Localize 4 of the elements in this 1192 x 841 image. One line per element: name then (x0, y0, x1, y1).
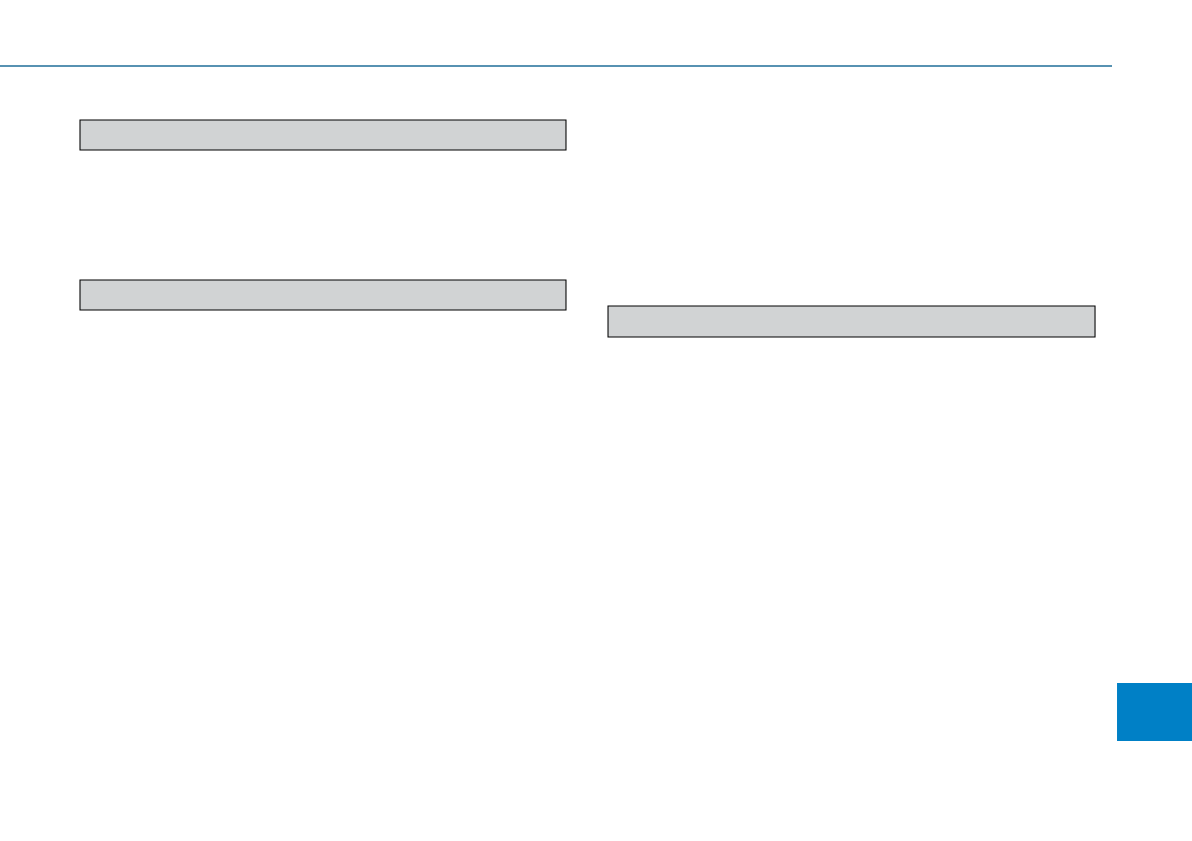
chapter-tab (1117, 682, 1192, 741)
section-heading-bar (607, 305, 1096, 338)
section-heading-bar (79, 279, 567, 311)
section-heading-bar (79, 119, 567, 151)
